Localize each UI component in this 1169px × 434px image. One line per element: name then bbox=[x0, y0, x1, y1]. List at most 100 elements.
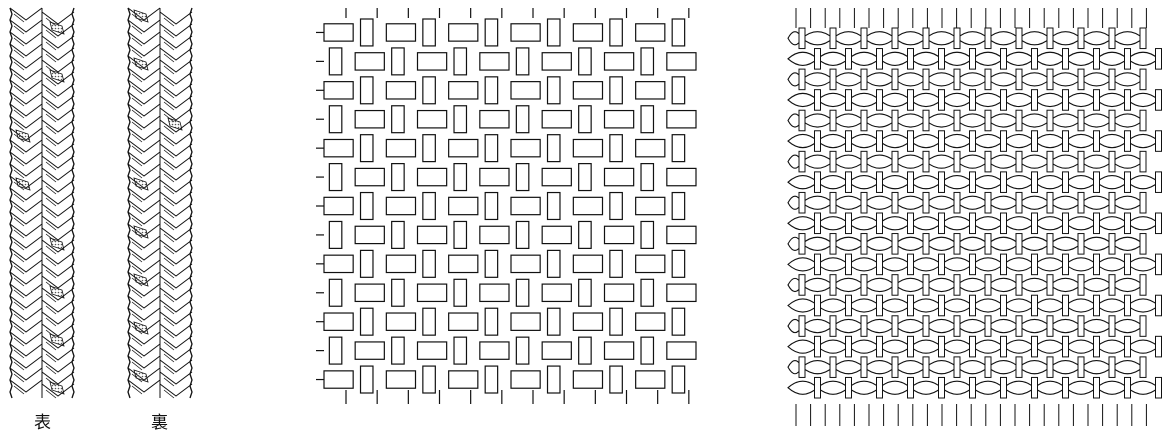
weft-twine bbox=[1066, 299, 1097, 312]
weft-segment bbox=[480, 226, 509, 243]
warp-post bbox=[1047, 192, 1053, 213]
braid-strand bbox=[42, 324, 74, 336]
warp-post bbox=[970, 172, 976, 193]
weft-twine bbox=[942, 299, 973, 312]
weft-segment bbox=[418, 168, 447, 185]
braid-shaded-strand bbox=[134, 58, 148, 70]
braid-strand bbox=[10, 356, 42, 368]
warp-post bbox=[892, 28, 898, 49]
warp-post bbox=[1032, 90, 1038, 111]
warp-segment bbox=[485, 193, 497, 220]
braid-strand bbox=[128, 104, 160, 116]
warp-post bbox=[815, 295, 821, 316]
warp-post bbox=[1032, 172, 1038, 193]
warp-segment bbox=[641, 221, 653, 248]
weft-twine bbox=[942, 217, 973, 230]
caption-front: 表 bbox=[34, 408, 51, 433]
weft-segment bbox=[636, 139, 665, 156]
weft-twine bbox=[1050, 237, 1081, 250]
braid-shaded-strand bbox=[16, 178, 30, 190]
warp-post bbox=[892, 110, 898, 131]
braid-strand bbox=[160, 216, 192, 228]
braid-strand bbox=[10, 212, 42, 224]
braid-strand bbox=[128, 332, 160, 344]
braid-strand bbox=[42, 96, 74, 108]
weft-twine bbox=[1097, 93, 1128, 106]
weft-twine bbox=[1035, 258, 1066, 271]
braid-back-drawing bbox=[128, 8, 192, 398]
warp-post bbox=[1078, 234, 1084, 255]
warp-post bbox=[954, 234, 960, 255]
weft-segment bbox=[667, 111, 696, 128]
braid-strand bbox=[10, 260, 42, 272]
warp-segment bbox=[454, 337, 466, 364]
warp-post bbox=[799, 275, 805, 296]
weft-segment bbox=[511, 82, 540, 99]
braid-shaded-strand bbox=[134, 322, 148, 334]
warp-segment bbox=[361, 250, 373, 277]
braid-strand bbox=[160, 96, 192, 108]
weft-segment bbox=[573, 197, 602, 214]
warp-post bbox=[861, 357, 867, 378]
weft-twine bbox=[818, 258, 849, 271]
weft-twine bbox=[1081, 196, 1112, 209]
warp-segment bbox=[672, 193, 684, 220]
weft-twine bbox=[1112, 196, 1143, 209]
braid-strand bbox=[10, 188, 42, 200]
warp-segment bbox=[485, 366, 497, 393]
warp-post bbox=[1016, 234, 1022, 255]
weft-twine bbox=[973, 52, 1004, 65]
weft-segment bbox=[636, 82, 665, 99]
braid-strand bbox=[160, 288, 192, 300]
weft-twine bbox=[926, 114, 957, 127]
braid-strand bbox=[42, 264, 74, 276]
braid-strand bbox=[42, 300, 74, 312]
weft-segment bbox=[573, 139, 602, 156]
warp-post bbox=[1109, 69, 1115, 90]
weft-twine bbox=[1081, 155, 1112, 168]
weft-twine bbox=[864, 155, 895, 168]
weft-twine bbox=[911, 340, 942, 353]
weft-twine bbox=[1035, 176, 1066, 189]
braid-strand bbox=[10, 320, 42, 332]
weft-segment bbox=[542, 111, 571, 128]
warp-segment bbox=[361, 193, 373, 220]
warp-post bbox=[1063, 213, 1069, 234]
braid-strand bbox=[160, 108, 192, 120]
braid-strand bbox=[160, 192, 192, 204]
weft-twine bbox=[1035, 340, 1066, 353]
warp-segment bbox=[392, 221, 404, 248]
warp-post bbox=[1001, 172, 1007, 193]
weft-twine bbox=[1081, 32, 1112, 45]
weft-twine bbox=[973, 340, 1004, 353]
braid-strand bbox=[10, 20, 42, 32]
braid-strand bbox=[128, 200, 160, 212]
weft-twine bbox=[849, 340, 880, 353]
warp-post bbox=[846, 295, 852, 316]
weft-twine bbox=[1097, 381, 1128, 394]
weft-twine bbox=[880, 258, 911, 271]
braid-strand bbox=[42, 48, 74, 60]
weft-twine bbox=[1112, 114, 1143, 127]
warp-post bbox=[923, 151, 929, 172]
warp-post bbox=[939, 377, 945, 398]
weft-segment bbox=[449, 139, 478, 156]
weft-twine bbox=[1019, 319, 1050, 332]
warp-segment bbox=[579, 221, 591, 248]
weft-segment bbox=[511, 371, 540, 388]
warp-post bbox=[970, 90, 976, 111]
weft-twine bbox=[1035, 217, 1066, 230]
braid-strand bbox=[128, 164, 160, 176]
weft-twine bbox=[833, 73, 864, 86]
warp-segment bbox=[579, 106, 591, 133]
weft-twine bbox=[1050, 319, 1081, 332]
weft-twine bbox=[1066, 340, 1097, 353]
warp-post bbox=[1109, 28, 1115, 49]
warp-post bbox=[1140, 275, 1146, 296]
warp-post bbox=[1109, 316, 1115, 337]
warp-post bbox=[939, 295, 945, 316]
weft-twine bbox=[788, 340, 818, 353]
warp-post bbox=[1078, 151, 1084, 172]
warp-post bbox=[1156, 254, 1162, 275]
warp-segment bbox=[516, 106, 528, 133]
